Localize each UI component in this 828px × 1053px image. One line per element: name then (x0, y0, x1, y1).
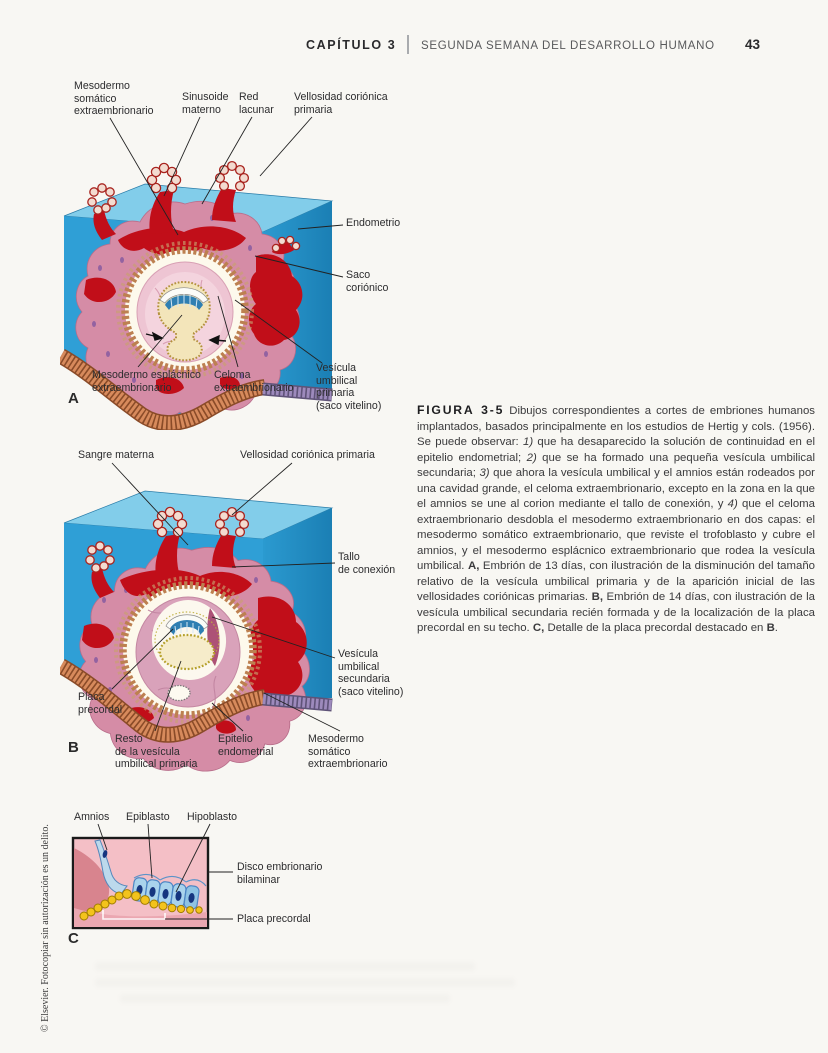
amnion-b (165, 614, 209, 635)
figure-b: Sangre materna Vellosidad coriónica prim… (60, 445, 420, 785)
label-endometrio: Endometrio (346, 217, 401, 229)
figure-caption: FIGURA 3-5 Dibujos correspondientes a co… (417, 403, 816, 634)
label-amnios: Amnios (74, 811, 110, 823)
label-mesodermo-somatico-a: Mesodermo somático extraembrionario (74, 80, 154, 117)
endometrial-epithelium (60, 350, 267, 430)
figure-a-leader-lines (109, 116, 344, 368)
label-mesodermo-esplacnico: Mesodermo esplácnico extraembrionario (92, 369, 201, 394)
label-sangre-materna: Sangre materna (78, 449, 154, 461)
figure-c-illustration (71, 823, 233, 930)
precordal-plate-detail (71, 836, 210, 930)
figure-c-letter: C (68, 930, 79, 947)
figure-b-illustration (60, 462, 341, 772)
figure-b-leader-lines (111, 462, 341, 732)
endometrium-block (60, 160, 334, 430)
label-epitelio-endometrial: Epitelio endometrial (218, 733, 274, 758)
label-resto-vesicula: Resto de la vesícula umbilical primaria (115, 733, 198, 770)
page-number: 43 (745, 37, 761, 52)
label-vesicula-primaria: Vesícula umbilical primaria (saco viteli… (316, 362, 382, 412)
label-hipoblasto: Hipoblasto (187, 811, 238, 823)
endometrium-block-b (60, 490, 334, 772)
label-vellosidad-a: Vellosidad coriónica primaria (294, 91, 388, 116)
copyright-sidebar: © Elsevier. Fotocopiar sin autorización … (40, 824, 51, 1032)
label-epiblasto: Epiblasto (126, 811, 170, 823)
chorionic-villi-b (85, 506, 250, 573)
header-divider (407, 35, 409, 54)
label-vellosidad-b: Vellosidad coriónica primaria (240, 449, 375, 461)
page-bleed-through (95, 962, 475, 971)
page-bleed-through (120, 994, 450, 1003)
endometrial-epithelium-b (60, 660, 267, 742)
label-disco-embrionario: Disco embrionario bilaminar (237, 861, 323, 886)
figure-a-letter: A (68, 390, 79, 407)
label-tallo-conexion: Tallo de conexión (338, 551, 396, 576)
figure-a: Mesodermo somático extraembrionario Sinu… (60, 78, 415, 430)
label-mesodermo-somatico-b: Mesodermo somático extraembrionario (308, 733, 388, 770)
label-vesicula-secundaria: Vesícula umbilical secundaria (saco vite… (338, 648, 404, 698)
coelom-arrows (145, 331, 227, 346)
label-placa-precordal-b: Placa precordal (78, 691, 123, 716)
label-celoma: Celoma extraembrionario (214, 369, 294, 394)
primary-vesicle-remnant (167, 684, 191, 702)
figure-b-letter: B (68, 739, 79, 756)
chorionic-villi (87, 160, 301, 253)
label-placa-precordal-c: Placa precordal (237, 913, 311, 925)
figure-a-illustration (60, 116, 344, 430)
chapter-title: SEGUNDA SEMANA DEL DESARROLLO HUMANO (421, 40, 715, 52)
figure-c: Amnios Epiblasto Hipoblasto Disco embrio… (60, 808, 420, 953)
hypoblast-cells (79, 889, 203, 921)
precordal-bracket (102, 910, 166, 920)
page-bleed-through (95, 978, 515, 987)
amnion (159, 287, 209, 310)
secondary-umbilical-vesicle (158, 633, 216, 671)
label-red-lacunar: Red lacunar (239, 91, 274, 116)
label-saco-corionico: Saco coriónico (346, 269, 389, 294)
label-sinusoide-materno: Sinusoide materno (182, 91, 229, 116)
figure-c-leader-lines (97, 823, 233, 920)
chapter-heading: CAPÍTULO 3 (306, 38, 397, 52)
